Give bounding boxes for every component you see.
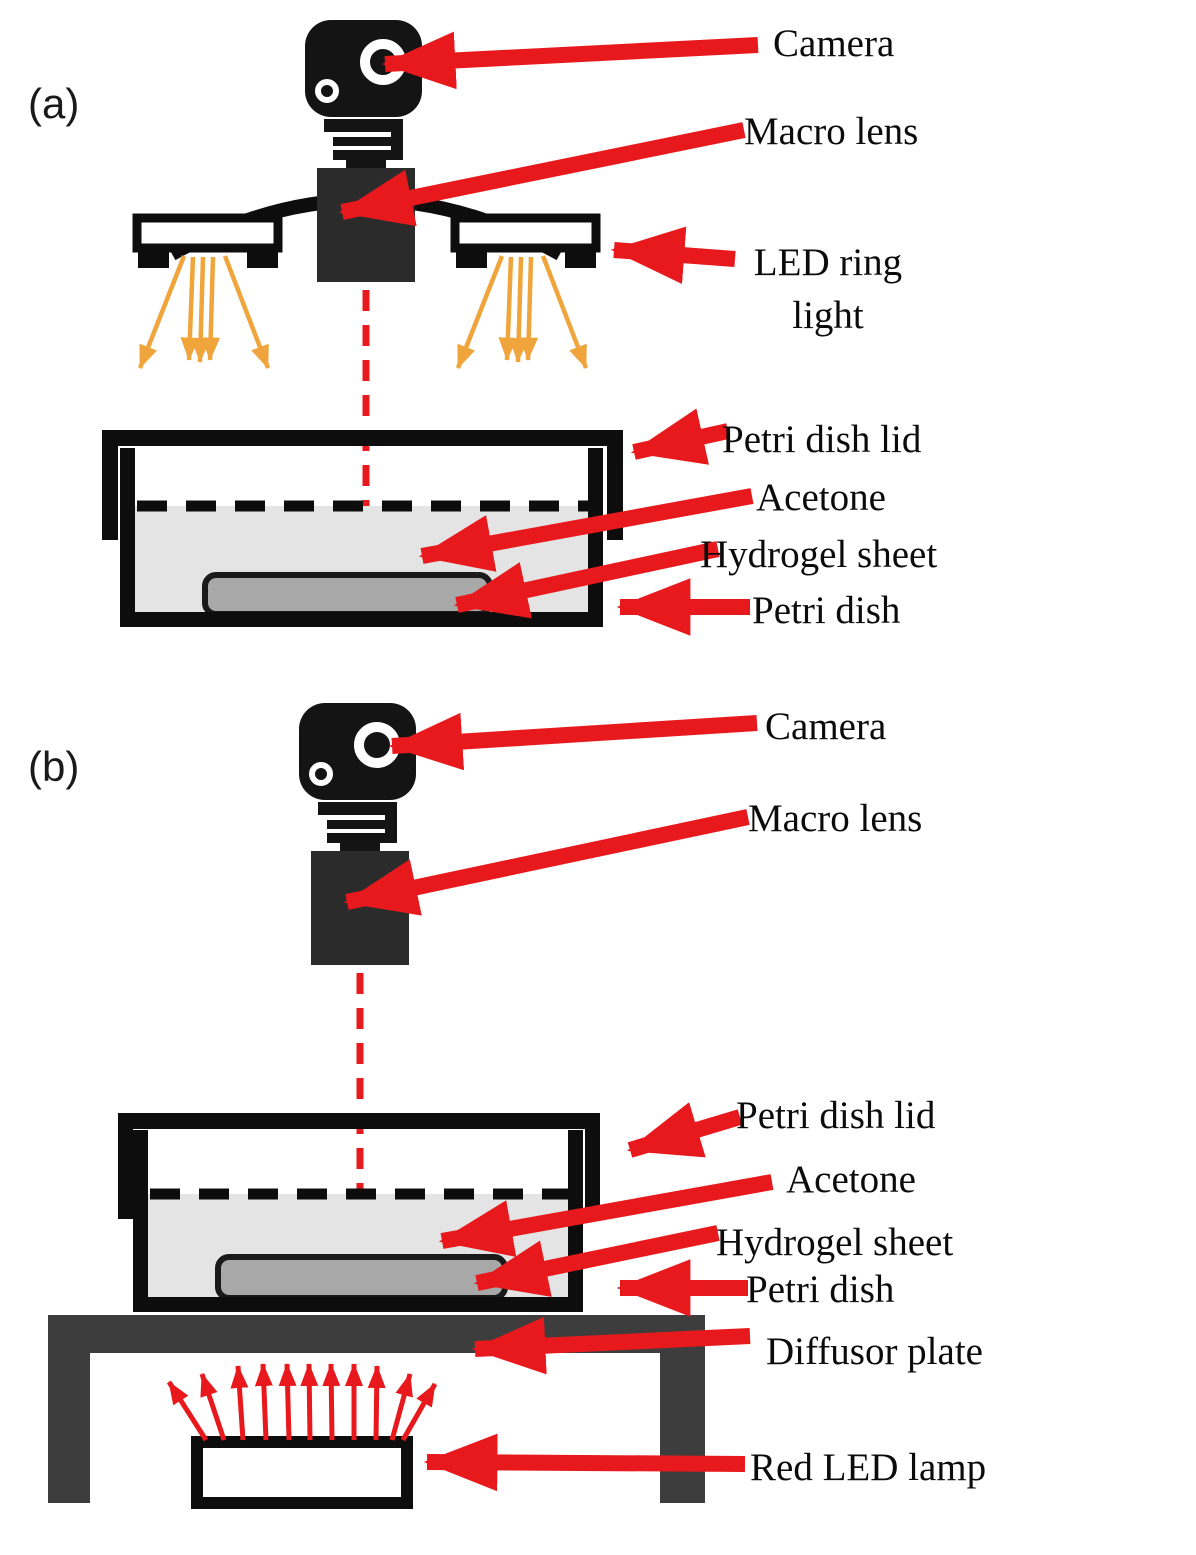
led-foot: [247, 246, 278, 268]
red-led-lamp-icon: [191, 1436, 413, 1509]
camera-viewfinder-ring: [309, 762, 333, 786]
arrow-to-acetone-a: [418, 488, 754, 572]
arrow-to-macro-lens-a: [338, 122, 746, 227]
arrow-to-macro-lens-b: [343, 809, 750, 916]
light-ray-icon: [509, 256, 529, 363]
hydrogel-sheet-a: [202, 572, 493, 617]
light-ray-icon: [254, 1363, 273, 1441]
lens-barrel-stripe: [385, 802, 397, 843]
light-rays-left-a: [137, 255, 271, 369]
arrow-to-led-ring-light: [610, 226, 736, 284]
arrow-to-acetone-b: [438, 1174, 774, 1257]
lid-flange-left: [118, 1129, 133, 1219]
light-ray-icon: [222, 255, 271, 369]
red-light-rays: [166, 1363, 438, 1442]
light-ray-icon: [230, 1365, 249, 1441]
label-camera-a: Camera: [773, 22, 895, 65]
lid-flange-left: [102, 446, 118, 540]
light-ray-icon: [367, 1365, 386, 1441]
label-arrows-a: [338, 31, 759, 636]
hydrogel-sheet-b: [215, 1254, 508, 1301]
label-hydrogel-sheet-b: Hydrogel sheet: [716, 1221, 954, 1264]
lens-barrel-stripe: [327, 833, 396, 843]
label-petri-dish-lid-a: Petri dish lid: [722, 418, 922, 461]
lens-barrel-stripe: [391, 119, 403, 160]
light-rays-right-a: [455, 255, 589, 369]
led-segment-left: [132, 213, 283, 253]
label-camera-b: Camera: [765, 705, 887, 748]
light-ray-icon: [191, 256, 211, 363]
label-diffusor-plate: Diffusor plate: [766, 1330, 983, 1373]
light-ray-icon: [519, 256, 539, 361]
lens-barrel-stripe: [333, 150, 402, 160]
arrow-to-diffusor-plate: [471, 1316, 751, 1375]
macro-lens-icon-b: [311, 851, 409, 965]
label-macro-lens-a: Macro lens: [744, 110, 919, 153]
label-red-led-lamp: Red LED lamp: [750, 1446, 987, 1489]
label-hydrogel-sheet-a: Hydrogel sheet: [700, 533, 938, 576]
led-ring-light-icon: [132, 213, 601, 268]
label-macro-lens-b: Macro lens: [748, 797, 923, 840]
camera-icon-b: [299, 703, 416, 855]
lens-barrel-stripe: [333, 137, 391, 146]
label-acetone-a: Acetone: [756, 476, 886, 519]
arrow-to-hydrogel-a: [453, 541, 720, 619]
lid-top: [102, 430, 623, 446]
light-ray-icon: [389, 1373, 413, 1441]
led-segment-right: [450, 213, 601, 253]
light-ray-icon: [199, 1373, 227, 1441]
camera-viewfinder-ring: [315, 79, 339, 103]
arrow-to-hydrogel-b: [473, 1225, 720, 1297]
panel-label-a: (a): [28, 80, 80, 127]
light-ray-icon: [137, 255, 187, 369]
label-led-ring-light-line2: light: [792, 293, 864, 337]
arrow-to-red-led-lamp: [423, 1433, 746, 1492]
led-foot: [456, 246, 487, 268]
label-led-ring-light: LED ring light: [738, 237, 918, 342]
label-led-ring-light-line1: LED ring: [753, 241, 903, 284]
macro-lens-icon-a: [317, 168, 415, 282]
arrow-to-petri-dish-lid-b: [626, 1102, 743, 1158]
lens-barrel-stripe: [318, 802, 397, 815]
label-petri-dish-b: Petri dish: [746, 1268, 895, 1311]
arrow-to-camera-a: [381, 31, 759, 90]
light-ray-icon: [400, 1382, 438, 1442]
arrow-to-petri-dish-lid-a: [630, 408, 730, 465]
led-foot: [138, 246, 169, 268]
lens-barrel-stripe: [324, 119, 403, 132]
light-ray-icon: [201, 256, 221, 361]
light-ray-icon: [322, 1363, 341, 1441]
led-foot: [565, 246, 596, 268]
camera-icon-a: [305, 20, 422, 172]
lid-flange-right: [585, 1129, 600, 1219]
label-petri-dish-lid-b: Petri dish lid: [736, 1094, 936, 1137]
stand-leg-right: [660, 1353, 705, 1503]
arrow-to-camera-b: [388, 712, 758, 771]
label-petri-dish-a: Petri dish: [752, 589, 901, 632]
panel-label-b: (b): [28, 743, 80, 790]
light-ray-icon: [540, 255, 589, 369]
light-ray-icon: [278, 1363, 297, 1441]
petri-dish-lid-b: [118, 1113, 600, 1219]
light-ray-icon: [498, 256, 518, 361]
light-ray-icon: [180, 256, 200, 361]
light-ray-icon: [300, 1363, 319, 1441]
lid-top: [118, 1113, 600, 1129]
label-arrows-b: [343, 712, 774, 1492]
light-ray-icon: [166, 1380, 209, 1442]
stand-leg-left: [48, 1353, 90, 1503]
light-ray-icon: [455, 255, 505, 369]
label-acetone-b: Acetone: [786, 1158, 916, 1201]
lens-barrel-stripe: [327, 820, 385, 829]
